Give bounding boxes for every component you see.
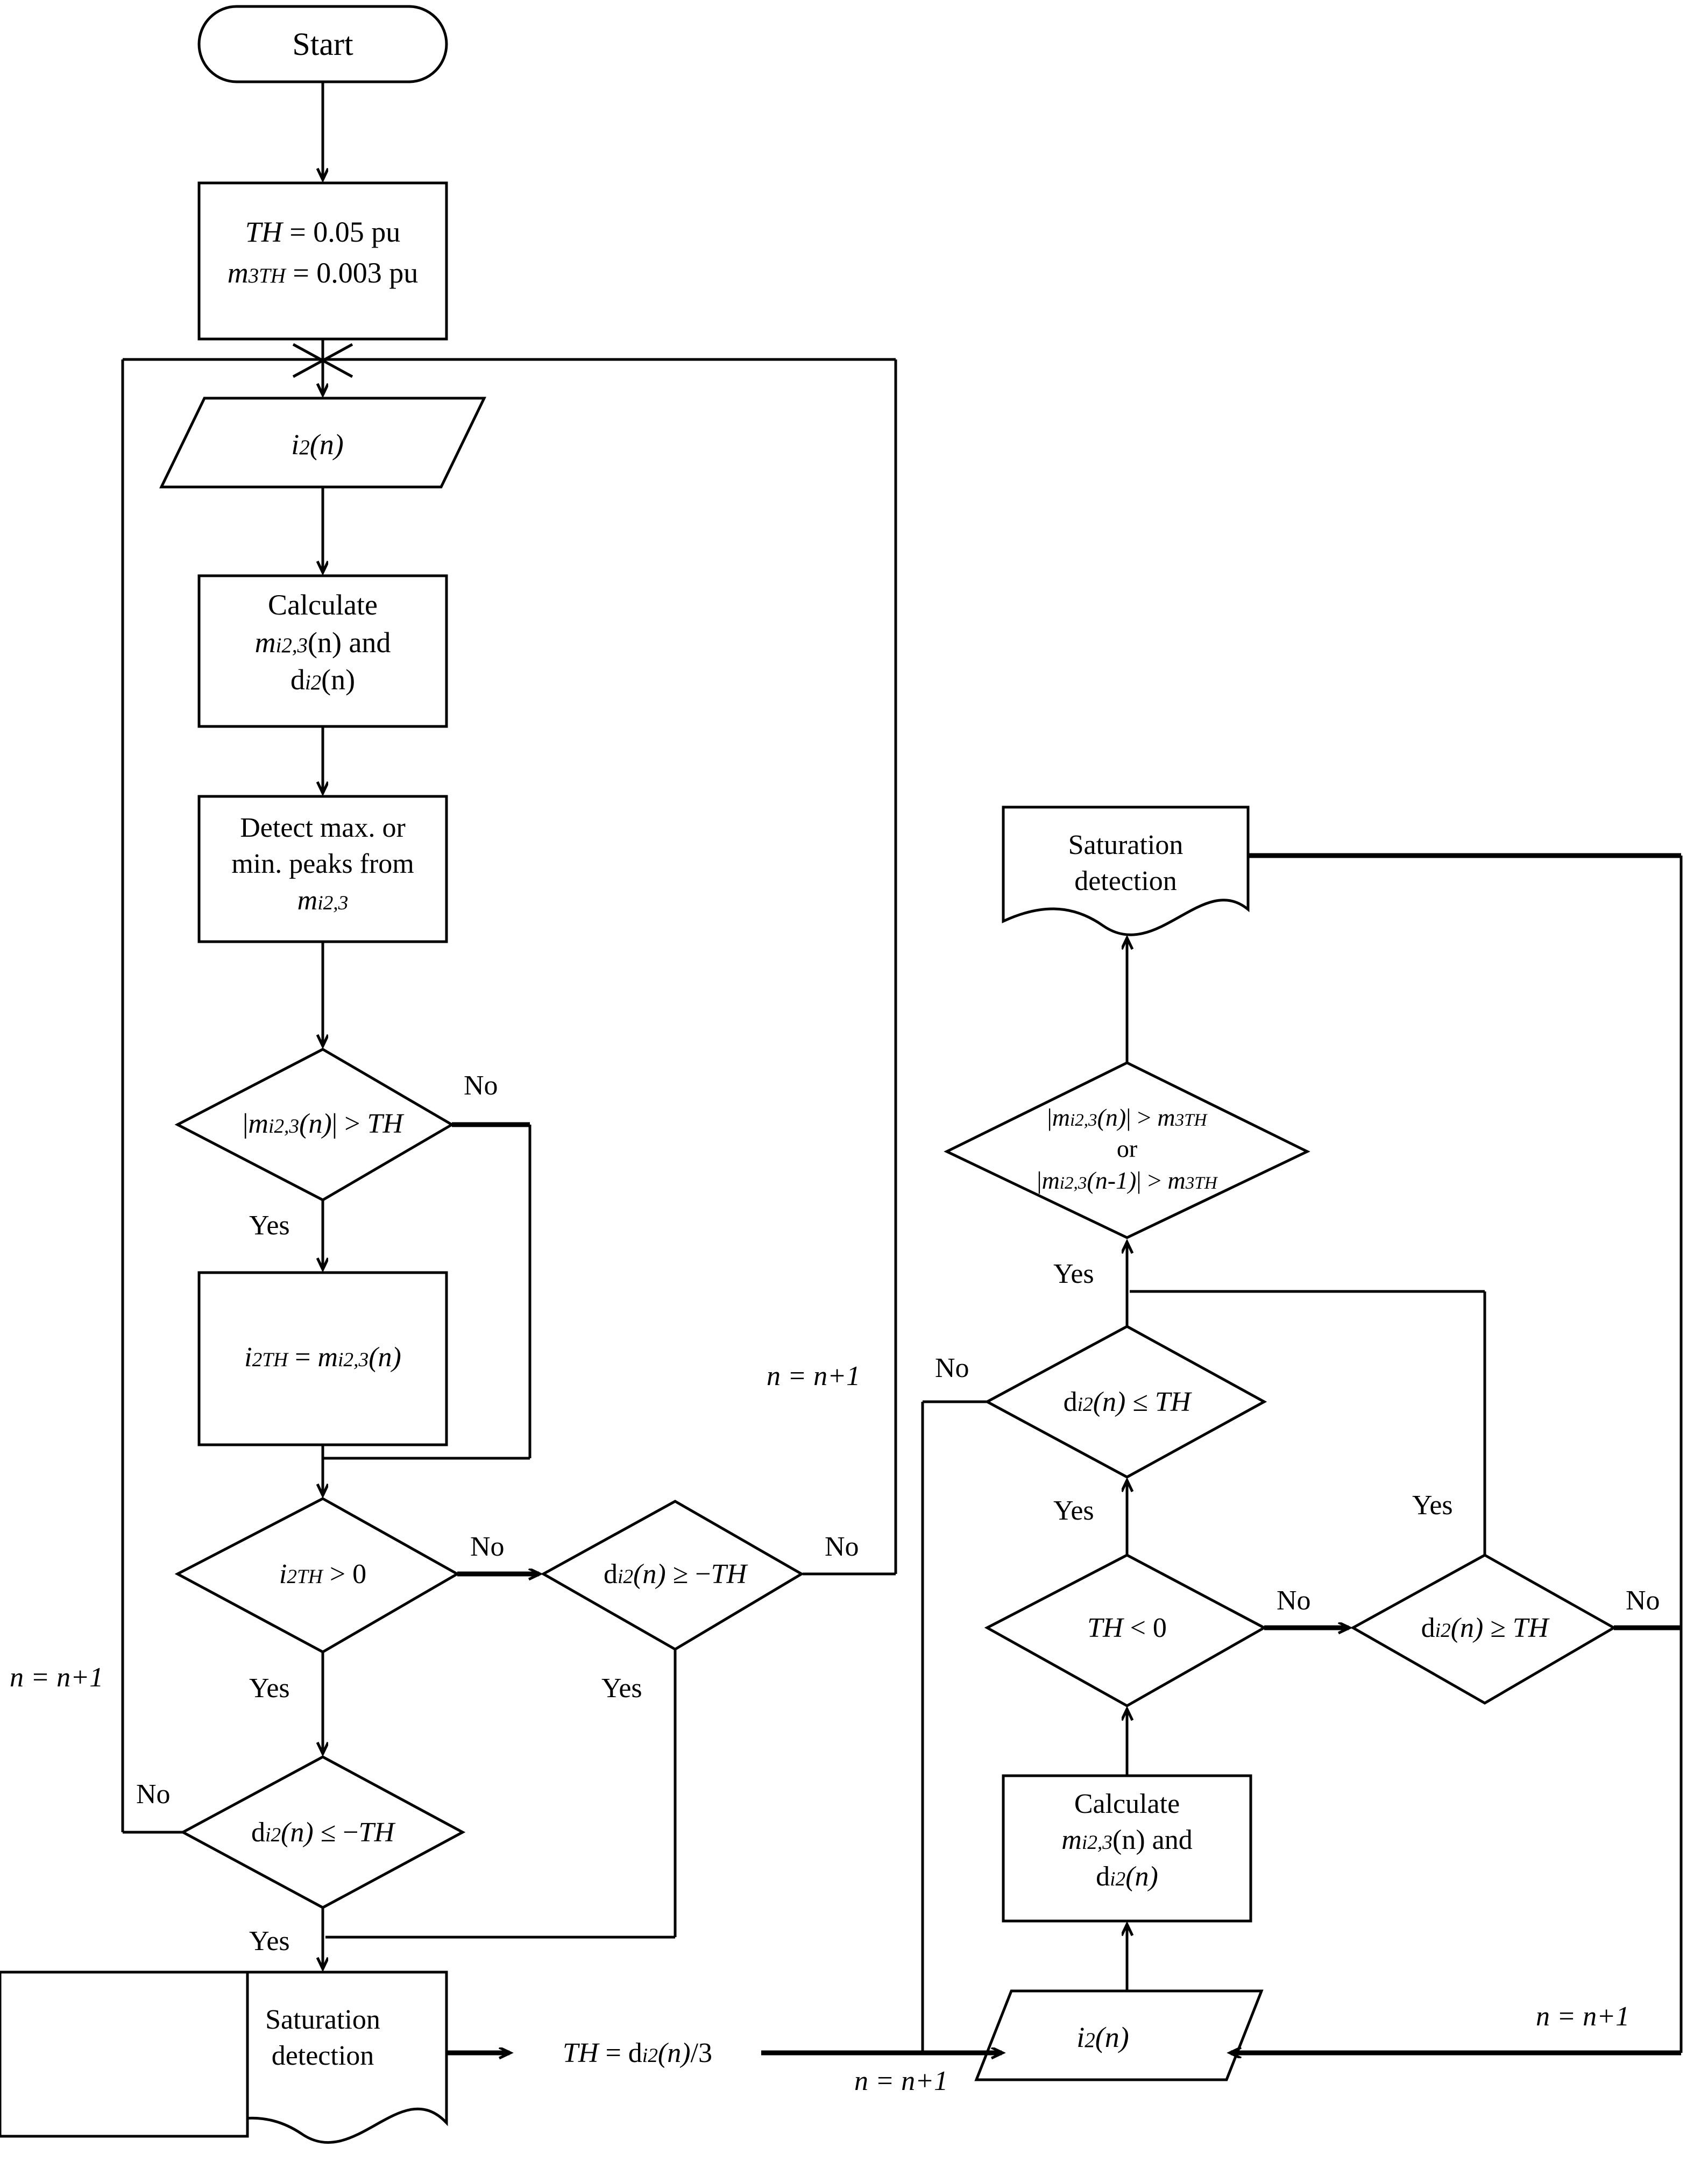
shape-dec-d-le-mth xyxy=(180,1755,466,1909)
shape-th-update xyxy=(0,1971,249,2138)
shape-dec-m3th xyxy=(944,1061,1310,1239)
shape-dec-th-lt0 xyxy=(984,1553,1267,1707)
shape-dec-d-le-th xyxy=(984,1325,1267,1479)
shape-init xyxy=(197,181,448,341)
shape-assign-i2th xyxy=(197,1271,448,1446)
shape-dec-m-gt-th xyxy=(174,1048,455,1202)
shape-dec-d-ge-th xyxy=(1350,1553,1617,1705)
shape-input2 xyxy=(974,1989,1264,2081)
shape-dec-d-ge-mth xyxy=(540,1500,804,1651)
shape-calc1 xyxy=(197,574,448,728)
shape-detect xyxy=(197,795,448,943)
shape-start xyxy=(197,5,448,83)
shape-sat-right xyxy=(1002,806,1250,936)
shape-dec-i2th-gt0 xyxy=(174,1497,460,1654)
shape-input1 xyxy=(159,397,486,489)
shape-calc2 xyxy=(1002,1774,1252,1923)
